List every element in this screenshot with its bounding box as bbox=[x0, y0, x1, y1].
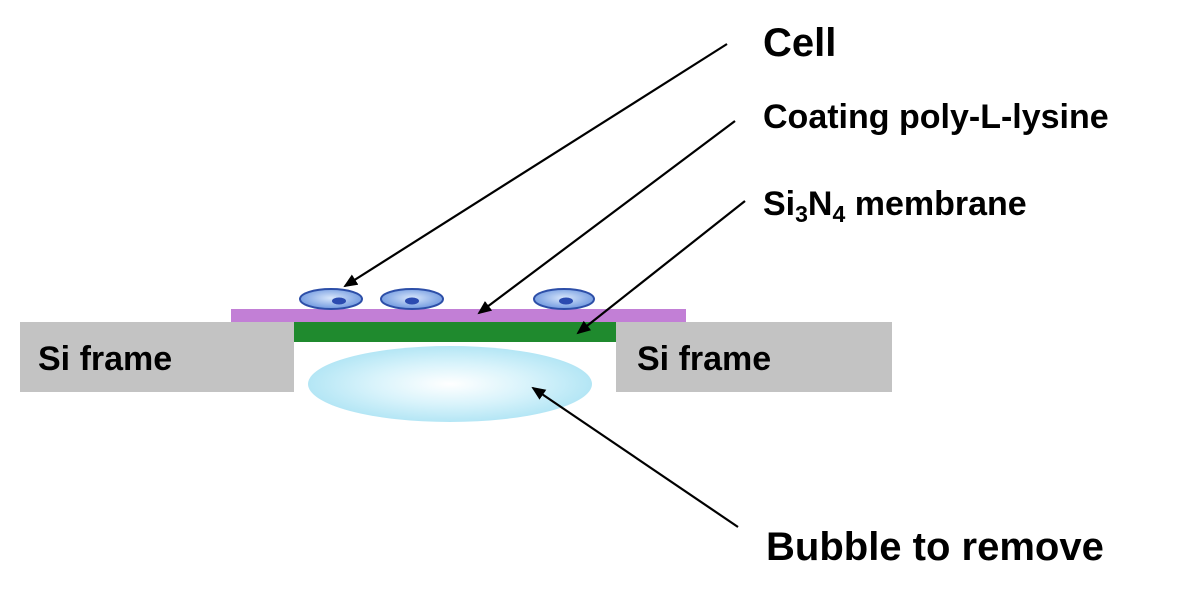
bubble bbox=[308, 346, 592, 422]
si-frame-left bbox=[20, 322, 294, 392]
arrow-cell bbox=[343, 43, 728, 288]
arrow-bubble bbox=[531, 386, 739, 528]
label-membrane: Si3N4 membrane bbox=[763, 185, 1027, 227]
si3n4-membrane bbox=[294, 322, 616, 342]
si-frame-right bbox=[616, 322, 892, 392]
cell-2-nucleus bbox=[405, 297, 419, 305]
cell-1-nucleus bbox=[332, 297, 346, 305]
arrow-coating bbox=[477, 120, 736, 315]
cell-2 bbox=[380, 288, 444, 310]
cell-3 bbox=[533, 288, 595, 310]
arrow-membrane bbox=[576, 200, 746, 335]
si-frame-right-label: Si frame bbox=[637, 340, 771, 378]
label-coating: Coating poly-L-lysine bbox=[763, 98, 1109, 136]
si-frame-left-label: Si frame bbox=[38, 340, 172, 378]
label-cell: Cell bbox=[763, 21, 836, 65]
cell-1 bbox=[299, 288, 363, 310]
label-bubble: Bubble to remove bbox=[766, 525, 1104, 569]
coating-layer bbox=[231, 309, 686, 322]
cell-3-nucleus bbox=[559, 297, 573, 305]
